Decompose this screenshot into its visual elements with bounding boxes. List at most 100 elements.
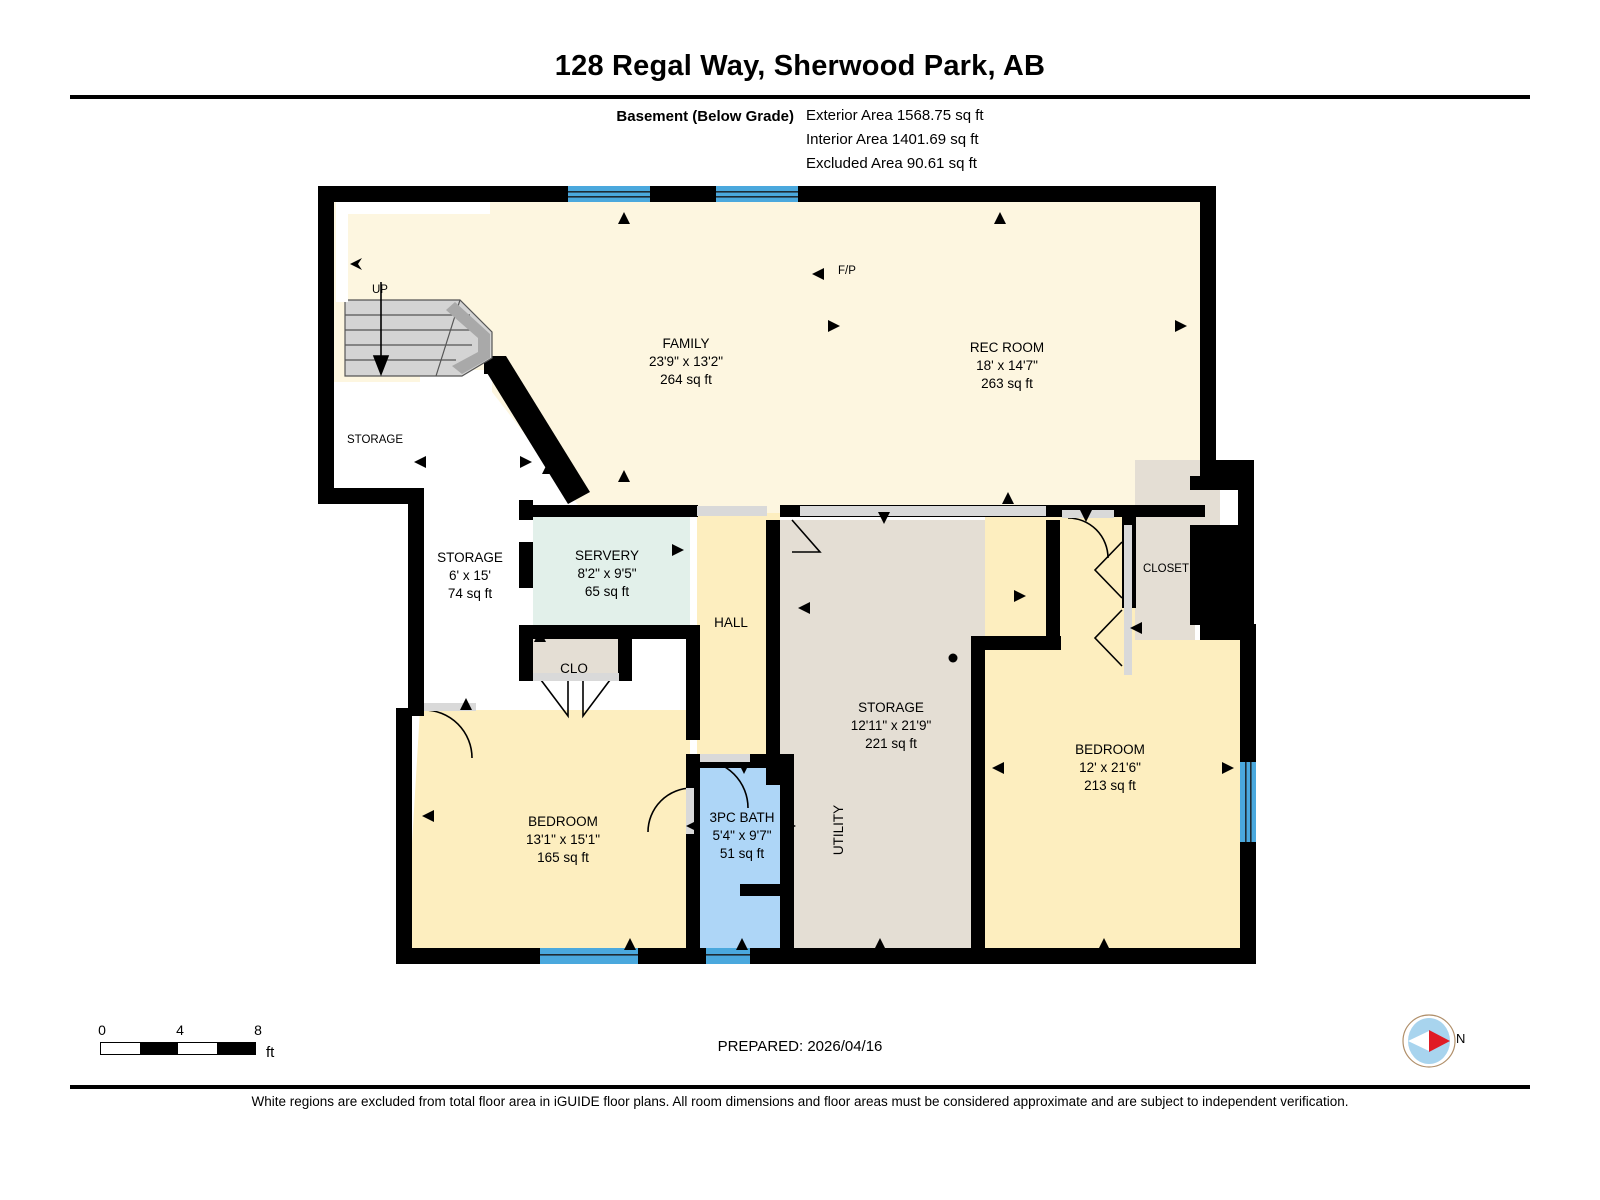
door-closet-lower bbox=[1093, 609, 1123, 667]
wall-closet-right bbox=[1190, 476, 1240, 490]
svg-text:SERVERY: SERVERY bbox=[575, 548, 639, 563]
windows bbox=[540, 186, 1256, 964]
wall-right-upper bbox=[1200, 186, 1216, 476]
scale-seg-4 bbox=[216, 1043, 255, 1054]
wall-right-bump bbox=[1238, 460, 1254, 640]
level-label: Basement (Below Grade) bbox=[616, 108, 794, 125]
label-utility: UTILITY bbox=[831, 805, 846, 855]
opening-rec-bottom bbox=[800, 506, 1046, 516]
scale-tick-0: 0 bbox=[98, 1022, 106, 1038]
wall-servery-left2 bbox=[519, 542, 533, 588]
room-fill-bedroom-left bbox=[405, 710, 690, 960]
wall-servery-bottom bbox=[519, 625, 699, 639]
wall-diagonal-servery bbox=[484, 356, 590, 504]
window-top-2 bbox=[716, 186, 798, 202]
scale-seg-3 bbox=[178, 1043, 217, 1054]
page-title: 128 Regal Way, Sherwood Park, AB bbox=[554, 50, 1046, 82]
wall-diagonal-stub bbox=[484, 356, 506, 374]
svg-text:3PC BATH: 3PC BATH bbox=[709, 810, 774, 825]
door-bedroom-right bbox=[1067, 517, 1109, 559]
door-closet-upper bbox=[1093, 541, 1123, 599]
compass-rose bbox=[1394, 1013, 1464, 1069]
scale-seg-1 bbox=[101, 1043, 140, 1054]
label-servery: SERVERY 8'2" x 9'5" 65 sq ft bbox=[575, 548, 639, 599]
svg-text:STORAGE: STORAGE bbox=[437, 550, 503, 565]
room-fill-servery bbox=[533, 505, 690, 630]
wall-left-step bbox=[318, 488, 424, 504]
svg-text:263 sq ft: 263 sq ft bbox=[981, 376, 1033, 391]
door-clo-left bbox=[540, 679, 569, 719]
svg-text:6' x 15': 6' x 15' bbox=[449, 568, 491, 583]
svg-text:221 sq ft: 221 sq ft bbox=[865, 736, 917, 751]
stairs bbox=[336, 202, 493, 377]
floorplan-canvas: FAMILY 23'9" x 13'2" 264 sq ft REC ROOM … bbox=[0, 170, 1600, 990]
label-family: FAMILY 23'9" x 13'2" 264 sq ft bbox=[649, 336, 723, 387]
wall-bath-inner bbox=[740, 884, 794, 896]
door-hall-bedroom bbox=[647, 787, 693, 833]
svg-text:5'4" x 9'7": 5'4" x 9'7" bbox=[712, 828, 771, 843]
label-storage-left: STORAGE 6' x 15' 74 sq ft bbox=[437, 550, 503, 601]
label-closet: CLOSET bbox=[1143, 563, 1189, 575]
wall-bedroom-left-edge bbox=[971, 636, 1061, 650]
wall-hall-right bbox=[766, 520, 780, 785]
scale-unit-label: ft bbox=[266, 1044, 275, 1061]
svg-text:BEDROOM: BEDROOM bbox=[528, 814, 598, 829]
label-bedroom-left: BEDROOM 13'1" x 15'1" 165 sq ft bbox=[526, 814, 600, 865]
label-bedroom-right: BEDROOM 12' x 21'6" 213 sq ft bbox=[1075, 742, 1145, 793]
label-fireplace: F/P bbox=[838, 265, 856, 277]
scale-bar: 0 4 8 ft bbox=[98, 1022, 300, 1072]
label-storage-small: STORAGE bbox=[347, 434, 403, 446]
svg-text:12'11" x 21'9": 12'11" x 21'9" bbox=[851, 718, 932, 733]
wall-hall-left bbox=[686, 625, 700, 740]
compass-north-label: N bbox=[1456, 1031, 1466, 1046]
view-markers bbox=[350, 212, 1234, 950]
wall-clo-left bbox=[519, 635, 533, 681]
room-fill-hall bbox=[697, 513, 780, 785]
svg-text:FAMILY: FAMILY bbox=[662, 336, 709, 351]
excluded-area: Excluded Area 90.61 sq ft bbox=[805, 155, 977, 172]
window-top-1 bbox=[568, 186, 650, 202]
wall-bath-right bbox=[780, 754, 794, 964]
wall-clo-right bbox=[618, 635, 632, 681]
opening-hall-top bbox=[697, 506, 767, 516]
label-clo: CLO bbox=[560, 661, 588, 676]
room-fill-bath bbox=[690, 755, 780, 960]
window-bottom-2 bbox=[706, 948, 750, 964]
scale-track bbox=[100, 1042, 256, 1055]
svg-text:23'9" x 13'2": 23'9" x 13'2" bbox=[649, 354, 723, 369]
svg-text:13'1" x 15'1": 13'1" x 15'1" bbox=[526, 832, 600, 847]
header-divider bbox=[70, 95, 1530, 99]
wall-closet-top bbox=[1122, 505, 1204, 517]
svg-text:51 sq ft: 51 sq ft bbox=[720, 846, 765, 861]
svg-text:165 sq ft: 165 sq ft bbox=[537, 850, 589, 865]
interior-area: Interior Area 1401.69 sq ft bbox=[805, 131, 979, 148]
room-fill-storage-left bbox=[420, 500, 520, 710]
svg-text:74 sq ft: 74 sq ft bbox=[448, 586, 493, 601]
wall-utility-right-top bbox=[1046, 520, 1060, 648]
svg-text:213 sq ft: 213 sq ft bbox=[1084, 778, 1136, 793]
room-labels: FAMILY 23'9" x 13'2" 264 sq ft REC ROOM … bbox=[347, 265, 1189, 865]
room-fill-clo bbox=[533, 635, 618, 675]
scale-tick-4: 4 bbox=[176, 1022, 184, 1038]
label-storage-mid: STORAGE 12'11" x 21'9" 221 sq ft bbox=[851, 700, 932, 751]
disclaimer-text: White regions are excluded from total fl… bbox=[251, 1094, 1349, 1109]
window-right bbox=[1240, 762, 1256, 842]
svg-text:BEDROOM: BEDROOM bbox=[1075, 742, 1145, 757]
scale-ticks: 0 4 8 bbox=[98, 1022, 300, 1040]
scale-seg-2 bbox=[139, 1043, 178, 1054]
svg-text:STORAGE: STORAGE bbox=[858, 700, 924, 715]
wall-family-bottom bbox=[523, 505, 698, 517]
wall-servery-left bbox=[519, 500, 533, 520]
svg-text:264 sq ft: 264 sq ft bbox=[660, 372, 712, 387]
svg-text:65 sq ft: 65 sq ft bbox=[585, 584, 630, 599]
floorplan-svg: FAMILY 23'9" x 13'2" 264 sq ft REC ROOM … bbox=[318, 186, 1256, 964]
svg-text:18' x 14'7": 18' x 14'7" bbox=[976, 358, 1038, 373]
svg-text:8'2" x 9'5": 8'2" x 9'5" bbox=[577, 566, 636, 581]
prepared-date: PREPARED: 2026/04/16 bbox=[717, 1038, 883, 1055]
svg-text:12' x 21'6": 12' x 21'6" bbox=[1079, 760, 1141, 775]
wall-left-upper bbox=[318, 186, 334, 504]
wall-left-lower bbox=[408, 488, 424, 716]
door-storage-utility bbox=[791, 519, 822, 553]
wall-closet-notch bbox=[1190, 525, 1240, 625]
area-summary: Basement (Below Grade) Exterior Area 156… bbox=[0, 107, 1600, 172]
